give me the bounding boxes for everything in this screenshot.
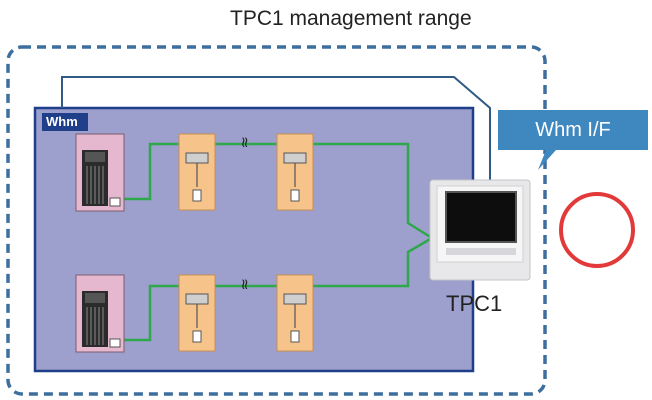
tpc1-controller	[429, 179, 531, 281]
tpc1-label: TPC1	[446, 291, 503, 316]
omission-mark-lower: ≈	[236, 278, 254, 291]
whm-connection-line	[61, 76, 491, 181]
whm-if-callout	[498, 110, 648, 170]
status-circle	[559, 192, 635, 268]
outdoor-unit-2	[75, 274, 125, 353]
omission-mark-upper: ≈	[236, 136, 254, 149]
indoor-unit-3	[178, 274, 216, 352]
management-range-title: TPC1 management range	[230, 7, 472, 30]
whm-if-label: Whm I/F	[535, 119, 611, 141]
indoor-unit-1	[178, 133, 216, 211]
indoor-unit-4	[276, 274, 314, 352]
indoor-unit-2	[276, 133, 314, 211]
outdoor-unit-1	[75, 133, 125, 212]
whm-label: Whm	[42, 113, 88, 131]
management-range-boundary	[6, 45, 547, 396]
